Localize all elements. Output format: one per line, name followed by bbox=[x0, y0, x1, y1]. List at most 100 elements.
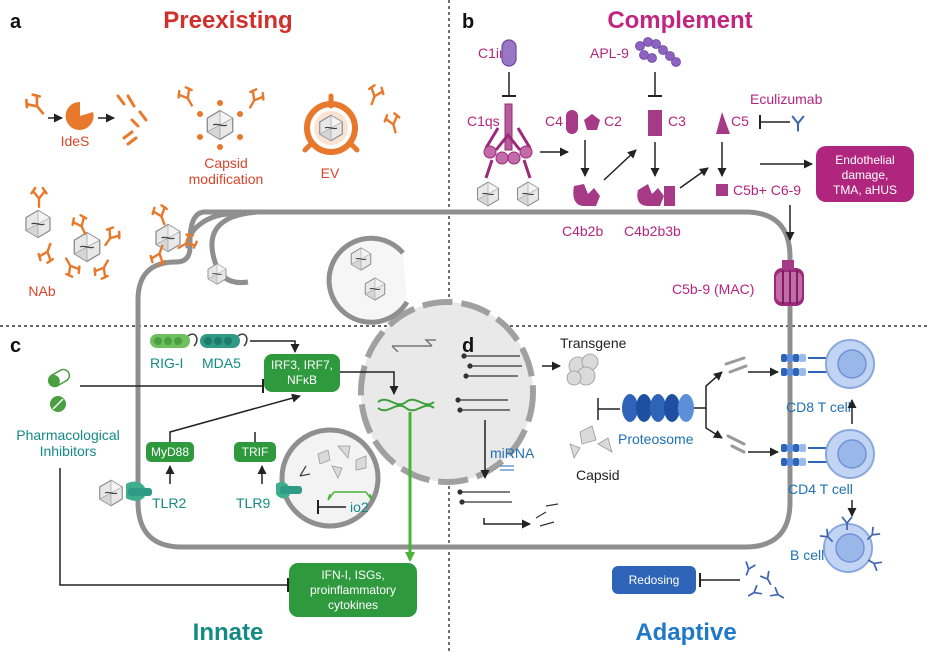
capsid-icon bbox=[99, 479, 123, 507]
c1qs-complex-icon bbox=[483, 103, 533, 179]
c3-icon bbox=[648, 110, 662, 136]
mirna-icon bbox=[500, 465, 514, 471]
mirna-bound-transcripts bbox=[457, 489, 512, 505]
c2-icon bbox=[584, 114, 600, 130]
myd88-label: MyD88 bbox=[151, 445, 189, 459]
peptide-fragments bbox=[724, 356, 748, 454]
tlr9-label: TLR9 bbox=[236, 495, 270, 511]
pill-icon bbox=[47, 368, 71, 412]
panel-title-complement: Complement bbox=[607, 7, 752, 34]
c5b-c69-label: C5b+ C6-9 bbox=[733, 182, 801, 198]
c4b2b3b-icon bbox=[637, 184, 664, 206]
cd8-label: CD8 T cell bbox=[786, 399, 851, 415]
pharm-label-1: Pharmacological bbox=[16, 427, 120, 443]
endosome-top bbox=[326, 235, 410, 325]
capsid-icon bbox=[476, 181, 500, 207]
arrow bbox=[679, 167, 709, 189]
panel-letter-d: d bbox=[462, 335, 474, 357]
irf-line-1: IRF3, IRF7, bbox=[271, 358, 333, 372]
endothelial-damage-box bbox=[816, 146, 914, 202]
capsid-icon bbox=[25, 209, 51, 239]
apl9-label: APL-9 bbox=[590, 45, 629, 61]
antibody-icon bbox=[174, 84, 200, 111]
transgene-label: Transgene bbox=[560, 335, 627, 351]
panel-title-innate: Innate bbox=[193, 619, 264, 646]
c5b-icon bbox=[716, 184, 728, 196]
endothelial-line-1: Endothelial bbox=[835, 153, 894, 167]
antibody-icon bbox=[382, 111, 405, 136]
proteosome-label: Proteosome bbox=[618, 431, 694, 447]
antibody-icon bbox=[149, 202, 173, 228]
endothelial-line-3: TMA, aHUS bbox=[833, 183, 897, 197]
capsid-icon bbox=[516, 181, 540, 207]
capsid-icon bbox=[155, 223, 181, 253]
trif-label: TRIF bbox=[242, 445, 269, 459]
antibody-icon bbox=[98, 224, 124, 251]
mda5-label: MDA5 bbox=[202, 355, 241, 371]
tcr-receptor-icon bbox=[781, 368, 806, 376]
proteosome-icon bbox=[622, 394, 694, 422]
transgene-protein-icon bbox=[566, 353, 599, 386]
antibody-icon bbox=[745, 584, 763, 601]
apl9-icon bbox=[635, 37, 681, 67]
panel-letter-b: b bbox=[462, 11, 474, 33]
antibody-icon bbox=[769, 586, 787, 603]
endothelial-line-2: damage, bbox=[842, 168, 889, 182]
arrow bbox=[483, 518, 531, 529]
capsid-icon bbox=[206, 109, 234, 141]
c4-label: C4 bbox=[545, 113, 563, 129]
io2-label: io2 bbox=[350, 499, 369, 515]
dna-icon bbox=[377, 398, 435, 412]
c5-label: C5 bbox=[731, 113, 749, 129]
redosing-label: Redosing bbox=[629, 573, 680, 587]
tlr2-icon bbox=[126, 481, 152, 501]
panel-title-adaptive: Adaptive bbox=[635, 619, 736, 646]
c2-label: C2 bbox=[604, 113, 622, 129]
capsid-fragments bbox=[569, 425, 613, 459]
bcell-label: B cell bbox=[790, 547, 824, 563]
ifn-line-3: cytokines bbox=[328, 598, 378, 612]
capsid-fragments bbox=[317, 445, 367, 479]
antibody-icon bbox=[90, 255, 116, 282]
panel-letter-a: a bbox=[10, 11, 22, 33]
capsid-modification-label-1: Capsid bbox=[204, 155, 248, 171]
cd4-label: CD4 T cell bbox=[788, 481, 853, 497]
eculizumab-label: Eculizumab bbox=[750, 91, 823, 107]
tcr-receptor-icon bbox=[781, 458, 806, 466]
panel-letter-c: c bbox=[10, 335, 21, 357]
arrow bbox=[169, 393, 301, 442]
mac-pore-icon bbox=[774, 260, 804, 306]
antibody-icon bbox=[363, 82, 387, 108]
arrow bbox=[340, 371, 399, 395]
aav-genome-icon bbox=[391, 339, 436, 353]
inhibition-line bbox=[59, 468, 289, 592]
ifn-line-1: IFN-I, ISGs, bbox=[321, 568, 384, 582]
ifn-box bbox=[289, 563, 417, 617]
io2-oligo-icon bbox=[327, 491, 373, 501]
capsid-label: Capsid bbox=[576, 467, 620, 483]
ides-enzyme-icon bbox=[65, 101, 94, 130]
ev-label: EV bbox=[321, 165, 340, 181]
antibody-icon bbox=[58, 253, 84, 280]
ides-label: IdeS bbox=[61, 133, 90, 149]
capsid-icon bbox=[73, 231, 101, 263]
arrow bbox=[250, 340, 300, 353]
mrna-transcripts bbox=[455, 353, 522, 413]
c1qs-label: C1qs bbox=[467, 113, 500, 129]
tcr-receptor-icon bbox=[781, 354, 806, 362]
tcr-receptor-icon bbox=[781, 444, 806, 452]
redosing-box bbox=[612, 566, 696, 594]
c3-label: C3 bbox=[668, 113, 686, 129]
tlr9-icon bbox=[276, 465, 311, 499]
trif-box bbox=[234, 442, 276, 462]
ev-proteins bbox=[302, 93, 360, 153]
capsid-modification-label-2: modification bbox=[189, 171, 264, 187]
arrow bbox=[694, 371, 723, 409]
antibody-icon bbox=[30, 186, 48, 208]
rigi-label: RIG-I bbox=[150, 355, 183, 371]
capsid-modification-dots bbox=[197, 100, 243, 150]
antibody-icon bbox=[759, 570, 776, 588]
irf-nfkb-box bbox=[264, 354, 340, 392]
mda5-icon bbox=[200, 333, 248, 348]
